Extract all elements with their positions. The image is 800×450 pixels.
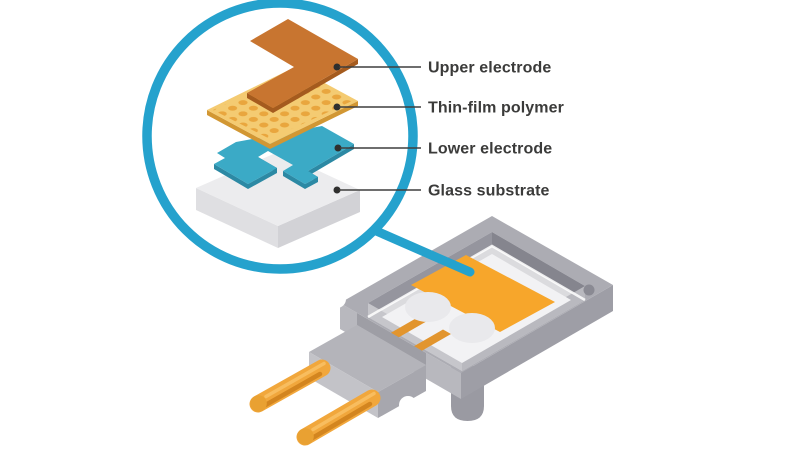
cavity-far-left-wall: [368, 232, 492, 317]
sensor-chip: [411, 255, 555, 332]
label-thin-film-polymer: Thin-film polymer: [428, 100, 564, 117]
layer-annotations: [333, 63, 421, 194]
leader-dot-thin-film-polymer: [333, 103, 341, 111]
bond-trace-right: [410, 329, 451, 353]
upper-electrode-layer: [247, 19, 358, 113]
nose-front-right-face: [378, 365, 426, 418]
label-lower-electrode: Lower electrode: [428, 141, 552, 158]
lower-electrode-layer: [214, 126, 354, 189]
pin-left: [249, 359, 331, 413]
magnifier-callout: [142, 0, 475, 277]
leader-dot-upper-electrode: [333, 63, 341, 71]
nose-step-face: [357, 313, 426, 365]
waist-notch-lower: [399, 396, 417, 414]
rim-notch: [583, 284, 595, 296]
package-front-right-face: [461, 285, 613, 399]
waist-notch-upper: [328, 290, 346, 308]
label-upper-electrode: Upper electrode: [428, 60, 551, 77]
glue-dot-upper: [405, 292, 451, 322]
bond-trace-left: [387, 316, 428, 340]
label-glass-substrate: Glass substrate: [428, 183, 550, 200]
leader-dot-glass-substrate: [333, 186, 341, 194]
glue-dot-lower: [449, 313, 495, 343]
magnifier-pointer: [369, 225, 475, 277]
pin-right: [296, 389, 381, 446]
cavity-far-right-wall: [492, 232, 585, 300]
leader-dot-lower-electrode: [334, 144, 342, 152]
cavity-glint: [367, 244, 586, 319]
nose-top-face: [309, 325, 426, 392]
sensor-package: [249, 216, 613, 446]
